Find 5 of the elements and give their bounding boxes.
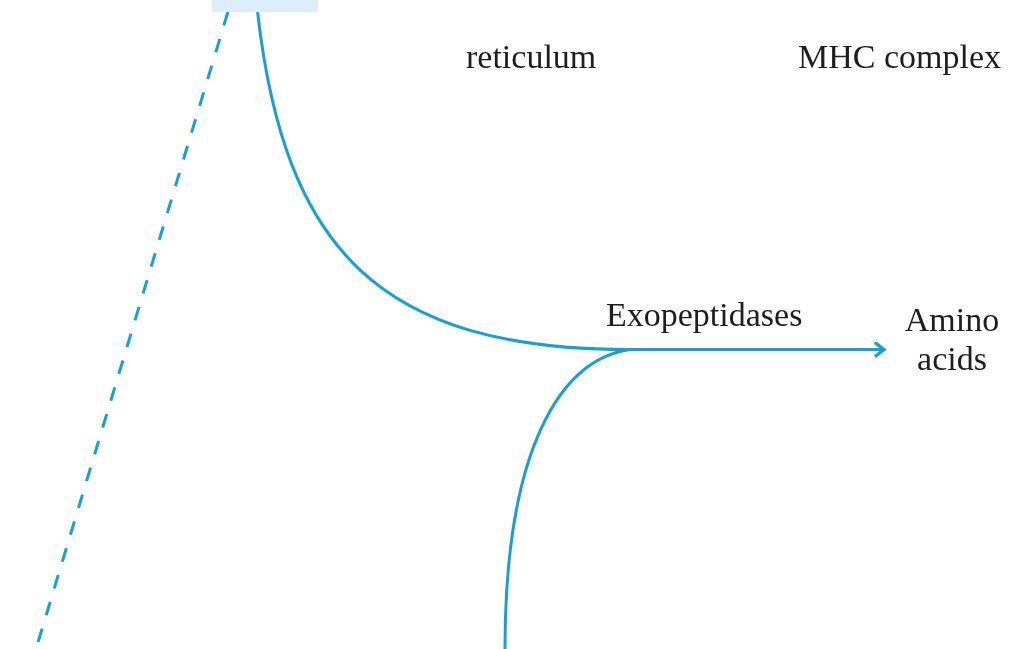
text-label: MHC complex [798, 38, 1002, 76]
node-label: Amino acids [890, 300, 1014, 379]
text-label: reticulum [466, 38, 597, 76]
box [212, 0, 318, 12]
arrow [503, 341, 886, 649]
